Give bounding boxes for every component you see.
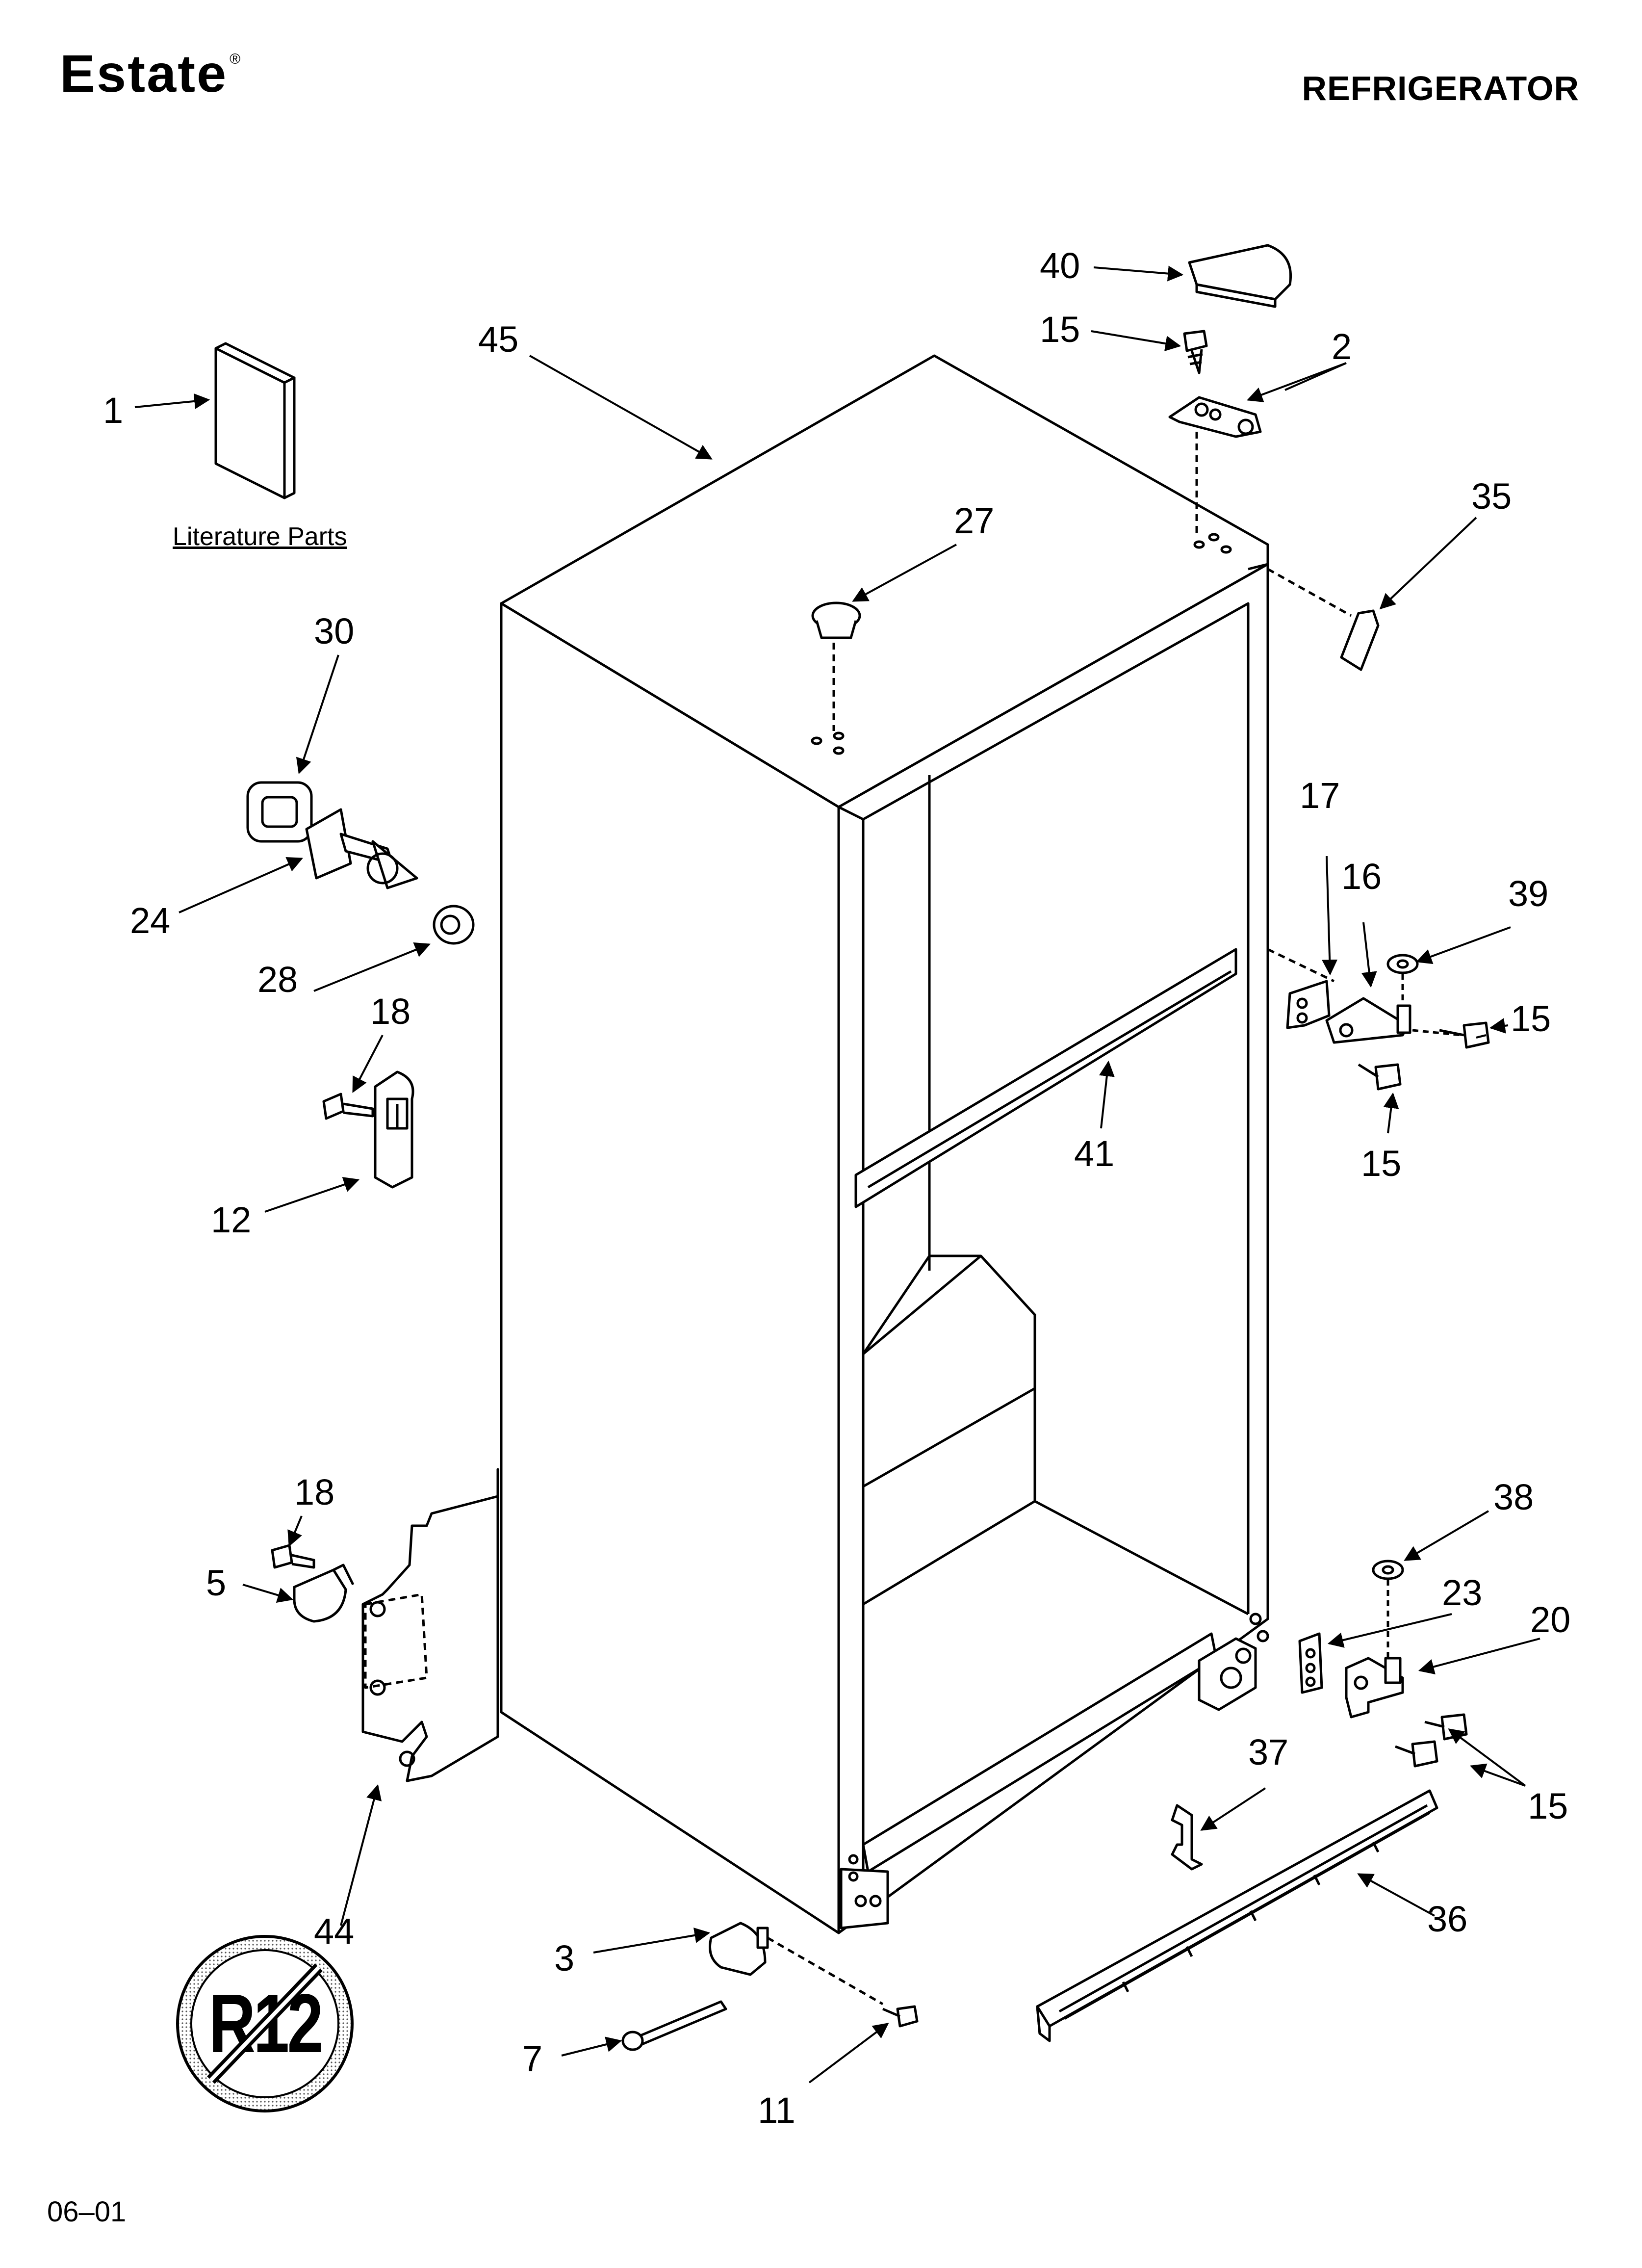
literature-parts-label: Literature Parts — [173, 522, 347, 551]
handle-post-icon — [305, 808, 418, 889]
top-hinge-icon — [1168, 396, 1262, 535]
callout-20: 20 — [1530, 1599, 1571, 1640]
bottom-rail — [840, 1632, 1218, 1929]
callout-23: 23 — [1442, 1572, 1483, 1613]
center-hinge-bracket-icon — [1267, 948, 1335, 1029]
callout-38: 38 — [1493, 1477, 1534, 1517]
center-screw-right-icon — [1412, 1021, 1490, 1049]
lower-hinge-icon — [1345, 1657, 1404, 1719]
callout-41: 41 — [1074, 1133, 1115, 1174]
callout-1: 1 — [103, 390, 124, 431]
plug-button-icon — [811, 601, 861, 731]
callout-15-center-right: 15 — [1511, 998, 1551, 1039]
callout-35: 35 — [1471, 476, 1512, 517]
roller-pin-icon — [621, 2000, 727, 2051]
callout-16: 16 — [1341, 856, 1382, 897]
grille-clip-icon — [1171, 1804, 1203, 1871]
roller-bracket-icon — [709, 1922, 884, 2006]
callout-28: 28 — [257, 959, 298, 1000]
callout-24: 24 — [130, 900, 171, 941]
page-title: REFRIGERATOR — [1302, 69, 1579, 107]
callout-27: 27 — [954, 500, 995, 541]
clip-bracket-icon — [374, 1070, 414, 1189]
divider-bar — [854, 948, 1237, 1208]
lower-screw-icon — [271, 1544, 315, 1569]
callout-36: 36 — [1427, 1899, 1468, 1939]
callout-30: 30 — [314, 611, 355, 652]
lower-hinge-assembly — [1198, 1613, 1269, 1711]
registered-mark: ® — [230, 51, 242, 67]
handle-washer-icon — [433, 905, 475, 945]
callout-18-lower: 18 — [294, 1472, 335, 1512]
lower-screw-right-b-icon — [1395, 1740, 1438, 1768]
callout-37: 37 — [1248, 1732, 1289, 1773]
cabinet — [500, 354, 1269, 1934]
callout-12: 12 — [211, 1199, 252, 1240]
callout-39: 39 — [1508, 873, 1549, 914]
hinge-screw-icon — [1183, 330, 1208, 374]
callout-3: 3 — [554, 1938, 575, 1979]
callout-45: 45 — [478, 319, 519, 360]
callout-11: 11 — [758, 2090, 795, 2131]
handle-screw-cap-icon — [246, 781, 313, 843]
toe-grille-icon — [1036, 1789, 1438, 2042]
leader-lines — [134, 265, 1540, 2084]
callout-2: 2 — [1332, 326, 1352, 367]
center-washer-icon — [1386, 954, 1419, 1006]
brand-logo: Estate® — [60, 44, 242, 103]
lower-washer-icon — [1372, 1560, 1404, 1663]
center-hinge-icon — [1325, 997, 1411, 1044]
callout-7: 7 — [522, 2038, 543, 2079]
prohibition-slash — [207, 1963, 323, 2084]
clip-screw-icon — [322, 1093, 374, 1120]
callout-15-lower: 15 — [1528, 1786, 1568, 1826]
lower-screw-right-a-icon — [1424, 1713, 1468, 1741]
hinge-cover-icon — [1188, 244, 1292, 308]
saddle-clip-icon — [293, 1564, 355, 1623]
callout-40: 40 — [1040, 245, 1080, 286]
literature-book-icon — [214, 342, 296, 499]
mounting-plate-icon — [361, 1468, 499, 1782]
top-holes — [811, 533, 1232, 755]
callout-44: 44 — [314, 1911, 355, 1952]
shim-plate-icon — [1298, 1632, 1323, 1694]
callout-17: 17 — [1300, 775, 1340, 816]
callout-15-top: 15 — [1040, 309, 1080, 350]
no-r12-badge: R12 — [174, 1933, 356, 2114]
wedge-trim-icon — [1267, 568, 1380, 671]
callout-5: 5 — [206, 1563, 227, 1603]
callout-15-center-lower: 15 — [1361, 1143, 1402, 1184]
center-screw-lower-icon — [1358, 1063, 1402, 1091]
callout-18-upper: 18 — [370, 991, 411, 1032]
revision-code: 06–01 — [47, 2196, 127, 2228]
leveling-screw-icon — [882, 2005, 919, 2028]
